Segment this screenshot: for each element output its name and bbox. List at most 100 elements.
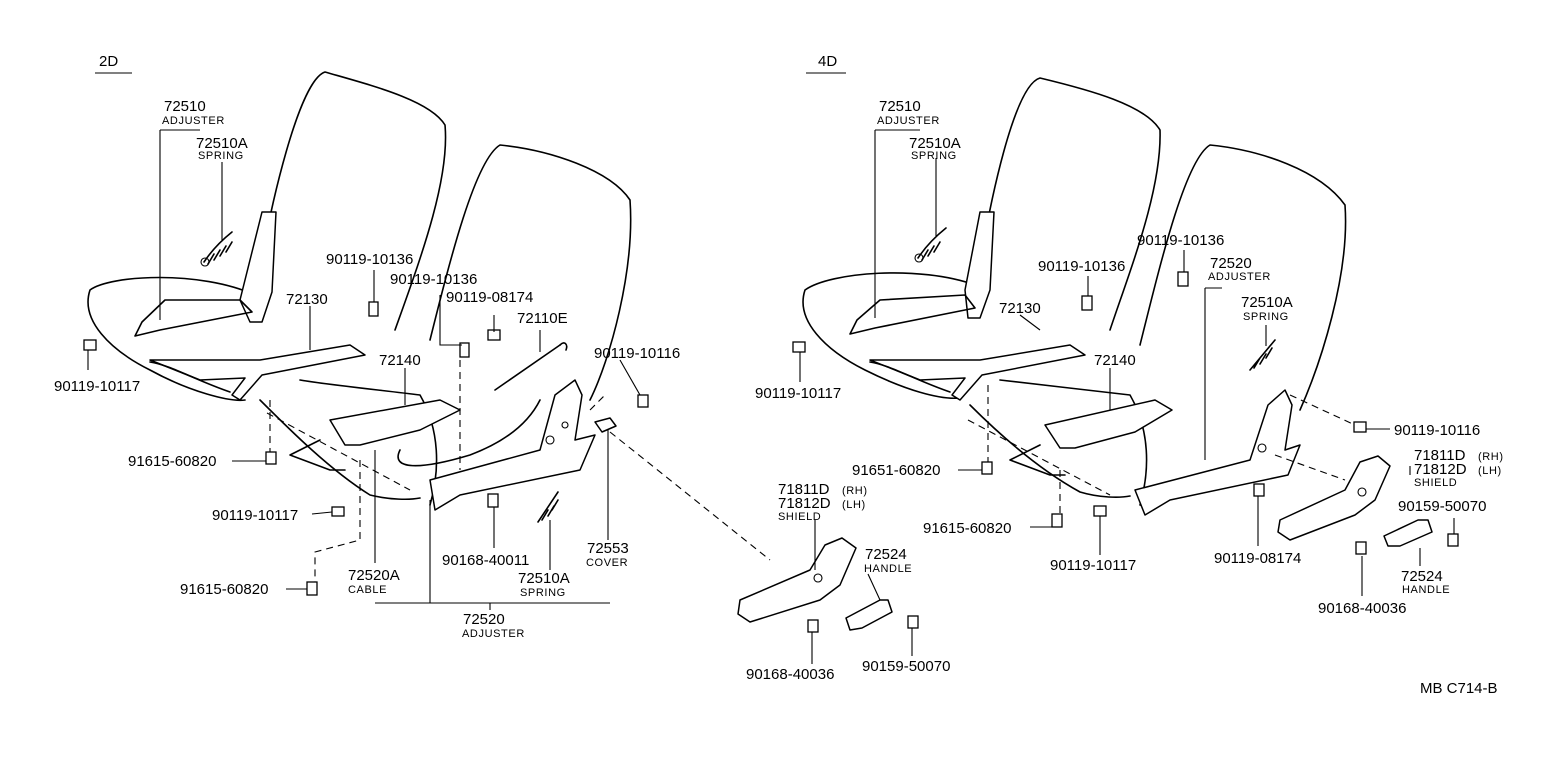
right-leader-lines	[799, 129, 1455, 596]
label-left-91615-60820-b: 91615-60820	[180, 581, 268, 598]
label-right-91615-60820: 91615-60820	[923, 520, 1011, 537]
left-bolt-a-icon	[368, 301, 379, 317]
middle-screw-b-icon	[907, 615, 919, 629]
left-rod-72110e	[494, 344, 561, 391]
right-handle	[1383, 519, 1433, 547]
right-seat-back-front	[1139, 144, 1347, 411]
label-left-90168-40011: 90168-40011	[442, 552, 529, 569]
left-track-rod	[149, 361, 231, 393]
right-seat-cushion-front	[999, 379, 1148, 506]
right-seat-assembly	[802, 77, 1433, 547]
label-right-adjuster: ADJUSTER	[877, 115, 940, 127]
label-left-90119-10136-a: 90119-10136	[326, 251, 413, 268]
middle-handle	[845, 599, 893, 631]
left-bolt-b-icon	[459, 342, 470, 358]
label-left-72510a-bottom: 72510A	[518, 570, 570, 587]
label-left-90119-10117-b: 90119-10117	[212, 507, 298, 524]
label-right-72130: 72130	[999, 300, 1041, 317]
left-spring-coil	[203, 231, 233, 265]
left-seat-back-front	[429, 144, 632, 401]
label-left-72510: 72510	[164, 98, 206, 115]
label-left-72110e: 72110E	[517, 310, 568, 327]
left-side-adjuster	[429, 379, 596, 511]
left-nut-b-icon	[306, 581, 318, 596]
left-rod-hook	[559, 342, 568, 351]
label-right-90119-10116: 90119-10116	[1394, 422, 1480, 439]
left-spring-hook	[200, 257, 210, 267]
label-right-91651-60820: 91651-60820	[852, 462, 940, 479]
middle-shield-assembly	[737, 520, 919, 664]
label-right-adjuster-2: ADJUSTER	[1208, 271, 1271, 283]
section-label-2d: 2D	[99, 53, 118, 70]
right-bolt-d-icon	[1353, 421, 1367, 433]
left-recliner-arm	[134, 299, 253, 337]
right-seat-back-rear	[974, 77, 1161, 331]
right-recliner-arm	[849, 294, 976, 335]
label-left-72520a: 72520A	[348, 567, 400, 584]
label-mid-rh: (RH)	[842, 485, 868, 497]
right-bolt-e-icon	[1093, 505, 1107, 517]
section-label-4d: 4D	[818, 53, 837, 70]
right-cushion-edge	[969, 404, 1131, 498]
right-spring-coil	[917, 227, 947, 261]
label-right-90119-08174: 90119-08174	[1214, 550, 1301, 567]
middle-screw-a-icon	[807, 619, 819, 633]
label-right-90119-10117-a: 90119-10117	[755, 385, 841, 402]
label-left-cable: CABLE	[348, 584, 387, 596]
right-spring-hook	[914, 253, 924, 263]
right-nut-a-icon	[981, 461, 993, 475]
label-left-72520: 72520	[463, 611, 505, 628]
left-seat-back-rear	[254, 71, 447, 331]
right-shield-hole	[1357, 487, 1367, 497]
label-mid-71812d: 71812D	[778, 495, 831, 512]
right-screw-b-icon	[1447, 533, 1459, 547]
left-fasteners	[83, 301, 649, 596]
left-cable	[397, 399, 541, 467]
right-spring-top	[1249, 339, 1276, 371]
label-right-90119-10117-b: 90119-10117	[1050, 557, 1136, 574]
label-mid-72524: 72524	[865, 546, 907, 563]
label-mid-90168-40036: 90168-40036	[746, 666, 834, 683]
right-bolt-a-icon	[1177, 271, 1189, 287]
middle-shield-hole	[813, 573, 823, 583]
label-mid-shield: SHIELD	[778, 511, 821, 523]
right-bolt-f-icon	[1253, 483, 1265, 497]
label-left-90119-10117-a: 90119-10117	[54, 378, 140, 395]
middle-labels: 71811D (RH) 71812D (LH) SHIELD 72524 HAN…	[746, 481, 950, 683]
left-adjuster-hole	[545, 435, 555, 445]
label-right-71811d: 71811D	[1414, 447, 1466, 464]
left-guide-lines	[266, 360, 771, 582]
label-left-spring-bottom: SPRING	[520, 587, 566, 599]
label-left-72130: 72130	[286, 291, 328, 308]
label-left-cover: COVER	[586, 557, 628, 569]
right-upper-track	[869, 344, 1086, 401]
left-recliner-bracket	[239, 211, 277, 323]
left-upper-track	[149, 344, 366, 401]
right-guide-lines	[967, 385, 1356, 514]
right-nut-b-icon	[1051, 513, 1063, 528]
label-right-spring-2: SPRING	[1243, 311, 1289, 323]
right-labels: 72510 ADJUSTER 72510A SPRING 90119-10136…	[755, 98, 1503, 617]
label-right-spring: SPRING	[911, 150, 957, 162]
left-lever	[289, 439, 346, 471]
label-right-72520: 72520	[1210, 255, 1252, 272]
right-seat-cushion-rear	[802, 272, 976, 400]
right-track-rod	[869, 361, 951, 393]
label-left-adjuster-bottom: ADJUSTER	[462, 628, 525, 640]
left-nut-a-icon	[265, 451, 277, 465]
label-left-90119-10136-b: 90119-10136	[390, 271, 477, 288]
label-right-90168-40036: 90168-40036	[1318, 600, 1406, 617]
label-left-72553: 72553	[587, 540, 629, 557]
label-mid-71811d: 71811D	[778, 481, 830, 498]
right-screw-a-icon	[1355, 541, 1367, 555]
left-bolt-f-icon	[331, 506, 345, 517]
right-fasteners	[792, 271, 1459, 555]
label-left-72140: 72140	[379, 352, 421, 369]
label-right-handle: HANDLE	[1402, 584, 1450, 596]
left-seat-cushion-rear	[87, 276, 256, 402]
label-mid-lh: (LH)	[842, 499, 866, 511]
label-mid-90159-50070: 90159-50070	[862, 658, 950, 675]
left-bolt-d-icon	[637, 394, 649, 408]
left-seat-cushion-front	[299, 379, 438, 506]
